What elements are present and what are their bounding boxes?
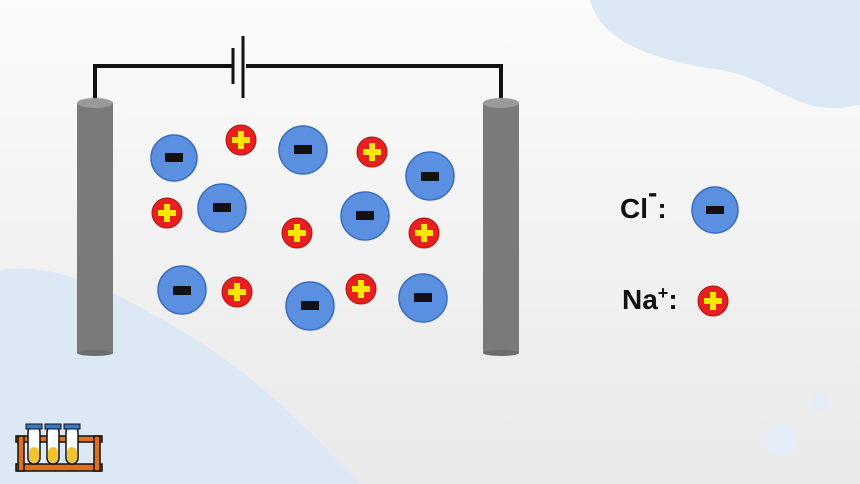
minus-sign-icon [301, 301, 319, 310]
minus-sign-icon [414, 293, 432, 302]
plus-sign-icon [415, 224, 433, 242]
cation-ion [225, 124, 257, 156]
legend-anion-icon [691, 186, 739, 234]
anion-ion [278, 125, 328, 175]
plus-sign-icon [232, 131, 250, 149]
battery-icon [212, 36, 245, 98]
minus-sign-icon [356, 211, 374, 220]
plus-sign-icon [288, 224, 306, 242]
minus-sign-icon [294, 145, 312, 154]
test-tube-rack-icon [15, 423, 103, 472]
cation-charge: + [657, 283, 669, 303]
minus-sign-icon [165, 153, 183, 162]
cation-ion [345, 273, 377, 305]
legend-cation-label: Na+: [622, 283, 678, 316]
plus-sign-icon [363, 143, 381, 161]
anion-charge: - [648, 177, 658, 208]
cation-ion [221, 276, 253, 308]
minus-sign-icon [421, 172, 439, 181]
anion-ion [340, 191, 390, 241]
left-electrode [77, 98, 113, 356]
plus-sign-icon [158, 204, 176, 222]
anion-ion [197, 183, 247, 233]
anion-ion [150, 134, 198, 182]
cation-ion [281, 217, 313, 249]
cation-colon: : [668, 284, 678, 315]
cation-symbol: Na [622, 284, 658, 315]
anion-symbol: Cl [620, 193, 648, 224]
anion-ion [157, 265, 207, 315]
right-electrode [483, 98, 519, 356]
cation-ion [151, 197, 183, 229]
minus-sign-icon [706, 206, 724, 214]
wire-right [246, 64, 503, 100]
legend-cation-icon [697, 285, 729, 317]
minus-sign-icon [213, 203, 231, 212]
anion-colon: : [657, 193, 667, 224]
minus-sign-icon [173, 286, 191, 295]
wire-left [93, 64, 233, 100]
cation-ion [356, 136, 388, 168]
cation-ion [408, 217, 440, 249]
plus-sign-icon [228, 283, 246, 301]
anion-ion [285, 281, 335, 331]
anion-ion [398, 273, 448, 323]
plus-sign-icon [704, 292, 722, 310]
plus-sign-icon [352, 280, 370, 298]
legend-anion-label: Cl-: [620, 177, 667, 225]
anion-ion [405, 151, 455, 201]
